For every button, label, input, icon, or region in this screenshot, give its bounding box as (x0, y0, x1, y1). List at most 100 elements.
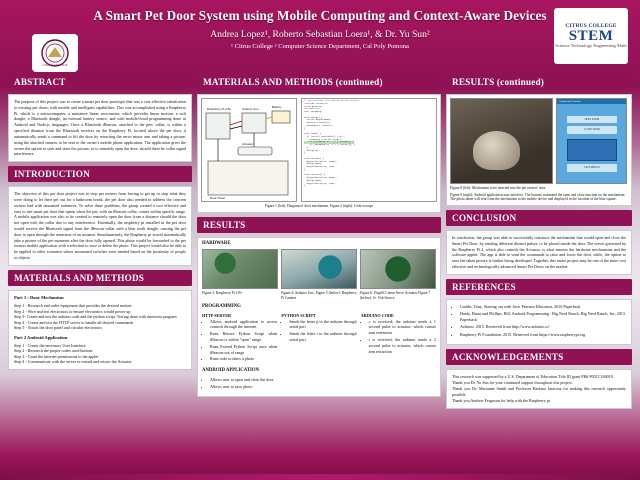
arduino-code-title: ARDUINO CODE (360, 312, 394, 318)
reference-item-4: Raspberry Pi Foundation. 2015. Retrieved… (460, 332, 626, 338)
stem-logo-top-text: CITRUS COLLEGE (565, 22, 617, 29)
column-center: MATERIALS AND METHODS (continued) (197, 74, 441, 466)
section-heading-references: REFERENCES (446, 278, 632, 295)
app-titlebar: RaspberryPiController (557, 99, 627, 105)
android-application-title: ANDROID APPLICATION (202, 368, 260, 374)
methods-part1-step-5: Step 5 - Attach the door panel and circu… (14, 325, 103, 331)
references-body: Gaddis, Tony, Starting out with Java. Pe… (446, 298, 632, 346)
methods-part2-step-2: Step 2 - Research the proper codes used … (14, 348, 93, 354)
python-script-title: PYTHON SCRIPT (281, 312, 316, 318)
section-heading-materials-methods-continued: MATERIALS AND METHODS (continued) (197, 74, 441, 90)
reference-item-2: Hardy, Brian and Phillips, Bill, Android… (460, 311, 626, 322)
affiliation-line: ¹ Citrus College ² Computer Science Depa… (231, 42, 409, 50)
raspberry-pi-photo (202, 249, 278, 290)
python-script-item-1: Sends the letter p to the arduino throug… (289, 319, 356, 331)
references-list: Gaddis, Tony, Starting out with Java. Pe… (460, 304, 626, 338)
methods-part2-title: Part 2 Android Application (14, 334, 68, 340)
reference-item-1: Gaddis, Tony, Starting out with Java. Pe… (460, 304, 626, 310)
http-server-item-4: Runs code to takes a photo (210, 356, 277, 362)
poster-header: CITRUS COLLEGE A Smart Pet Door System u… (0, 0, 640, 74)
app-body: OPEN DOOR CLOSE DOOR SAVE PHOTO (557, 104, 627, 183)
pet-door-installation-photo (450, 98, 554, 184)
arduino-photo (281, 249, 357, 290)
methods-figure-row: Raspberry Pi 2 B+ Arduino Uno Battery Ac… (201, 98, 437, 202)
svg-text:Actuator: Actuator (242, 142, 253, 146)
http-server-list: Allows android application to access con… (210, 319, 277, 363)
column-right: RESULTS (continued) RaspberryPiControlle… (446, 74, 632, 466)
page-title: A Smart Pet Door System using Mobile Com… (93, 8, 547, 23)
svg-text:Raspberry Pi 2 B+: Raspberry Pi 2 B+ (207, 107, 232, 111)
arduino-code-list: c is received; the arduino sends a 1 sec… (369, 319, 436, 355)
door-mechanism-diagram: Raspberry Pi 2 B+ Arduino Uno Battery Ac… (201, 98, 297, 202)
author-list: Andrea Lopez¹, Roberto Sebastian Loera¹,… (80, 29, 560, 40)
app-save-photo-button[interactable]: SAVE PHOTO (566, 164, 617, 172)
methods-part2-step-4: Step 4 - Communicate with the server to … (14, 359, 132, 365)
code-body: #include <Servo.h> Servo myservo; int po… (304, 101, 356, 188)
arduino-code-item-1: c is received; the arduino sends a 1 sec… (369, 319, 436, 336)
citrus-stem-logo: CITRUS COLLEGE STEM Science Technology E… (554, 8, 628, 64)
methods-part1-step-1: Step 1 - Research and order equipment th… (14, 303, 132, 309)
methods-figure-caption: Figure 1 (left): Diagram of door mechani… (264, 204, 374, 208)
code-title-line: // SmartPetDoor.ino Arduino sketch excer… (304, 99, 360, 102)
author-names: Andrea Lopez¹, Roberto Sebastian Loera¹,… (210, 28, 430, 40)
arduino-code-item-2: t is received; the arduino sends a 2 sec… (369, 337, 436, 354)
stem-logo-main-text: STEM (568, 27, 614, 44)
section-heading-results: RESULTS (197, 216, 441, 233)
section-heading-introduction: INTRODUCTION (8, 166, 192, 183)
results-continued-body: RaspberryPiController OPEN DOOR CLOSE DO… (446, 94, 632, 207)
methods-part2-step-3: Step 3 - Grant the internet permissions … (14, 353, 99, 359)
hardware-photo-row: Figure 3: Raspberry Pi 2 B+ Figure 4: Ar… (202, 249, 436, 300)
methods-part2-step-1: Step 1 - Create the necessary User Inter… (14, 342, 86, 348)
http-server-title: HTTP SERVER (202, 312, 232, 318)
android-application-item-1: Allows user to open and close the door (210, 377, 436, 383)
results-programming-label: PROGRAMMING (202, 303, 241, 309)
python-script-list: Sends the letter p to the arduino throug… (289, 319, 356, 343)
figure-4-caption: Figure 4: Arduino Uno, Figure 5 (below):… (281, 291, 357, 301)
section-heading-materials-methods: MATERIALS AND METHODS (8, 269, 192, 286)
section-heading-results-continued: RESULTS (continued) (446, 74, 632, 90)
android-application-item-2: Allows user to save photo (210, 384, 436, 390)
figure-9-caption: Figure 9 (right): Android application us… (450, 192, 626, 202)
footer-bar (0, 474, 640, 480)
stem-logo-sub-text: Science Technology Engineering Math (555, 42, 627, 48)
http-server-item-2: Runs Retract Python Script when iBeacon … (210, 331, 277, 343)
poster-columns: ABSTRACT The purpose of this project was… (0, 74, 640, 474)
svg-text:Battery: Battery (272, 105, 282, 109)
methods-part1-step-4: Step 4 - Create and test the HTTP server… (14, 319, 134, 325)
conclusion-body: In conclusion, the group was able to suc… (446, 230, 632, 275)
seal-icon: CITRUS COLLEGE (41, 39, 69, 67)
column-left: ABSTRACT The purpose of this project was… (8, 74, 192, 466)
http-server-item-1: Allows android application to access con… (210, 319, 277, 331)
abstract-body: The purpose of this project was to creat… (8, 94, 192, 163)
citrus-college-seal-logo: CITRUS COLLEGE (32, 34, 78, 72)
methods-part1-step-3: Step 3- Create and test the arduino code… (14, 314, 178, 320)
methods-part1-step-2: Step 2 - Wire and test electronics to en… (14, 308, 131, 314)
figure-8-caption: Figure 8 (left): Mechanism to be inserte… (450, 186, 546, 190)
results-hardware-label: HARDWARE (202, 240, 231, 246)
programming-columns: HTTP SERVER Allows android application t… (202, 313, 436, 366)
python-script-item-2: Sends the letter t to the arduino throug… (289, 331, 356, 343)
results-image-row: RaspberryPiController OPEN DOOR CLOSE DO… (450, 98, 628, 184)
svg-text:CITRUS COLLEGE: CITRUS COLLEGE (42, 63, 67, 67)
introduction-body: The objective of this pet door project w… (8, 186, 192, 266)
app-close-door-button[interactable]: CLOSE DOOR (566, 126, 617, 135)
arduino-code-column: ARDUINO CODE c is received; the arduino … (361, 313, 436, 366)
http-server-item-3: Runs Extend Python Script once when iBea… (210, 344, 277, 356)
section-heading-conclusion: CONCLUSION (446, 210, 632, 227)
methods-part1-title: Part 1 : Door Mechanism (14, 294, 64, 300)
android-app-screenshot: RaspberryPiController OPEN DOOR CLOSE DO… (556, 98, 628, 184)
materials-methods-body: Part 1 : Door Mechanism Step 1 - Researc… (8, 289, 192, 370)
section-heading-acknowledgements: ACKNOWLEDGEMENTS (446, 349, 632, 366)
reference-item-3: Arduino. 2015. Retrieved from http://www… (460, 324, 626, 330)
arduino-code-excerpt: // SmartPetDoor.ino Arduino sketch excer… (301, 98, 437, 202)
app-open-door-button[interactable]: OPEN DOOR (566, 115, 617, 124)
http-server-column: HTTP SERVER Allows android application t… (202, 313, 277, 366)
results-body: HARDWARE Figure 3: Raspberry Pi 2 B+ Fig… (197, 236, 441, 397)
actuator-photo (360, 249, 436, 290)
svg-text:Door Panel: Door Panel (210, 196, 225, 200)
door-diagram-svg: Raspberry Pi 2 B+ Arduino Uno Battery Ac… (205, 105, 291, 200)
methods-figure-panel: Raspberry Pi 2 B+ Arduino Uno Battery Ac… (197, 94, 441, 213)
app-photo-placeholder (566, 139, 617, 162)
python-script-column: PYTHON SCRIPT Sends the letter p to the … (281, 313, 356, 366)
